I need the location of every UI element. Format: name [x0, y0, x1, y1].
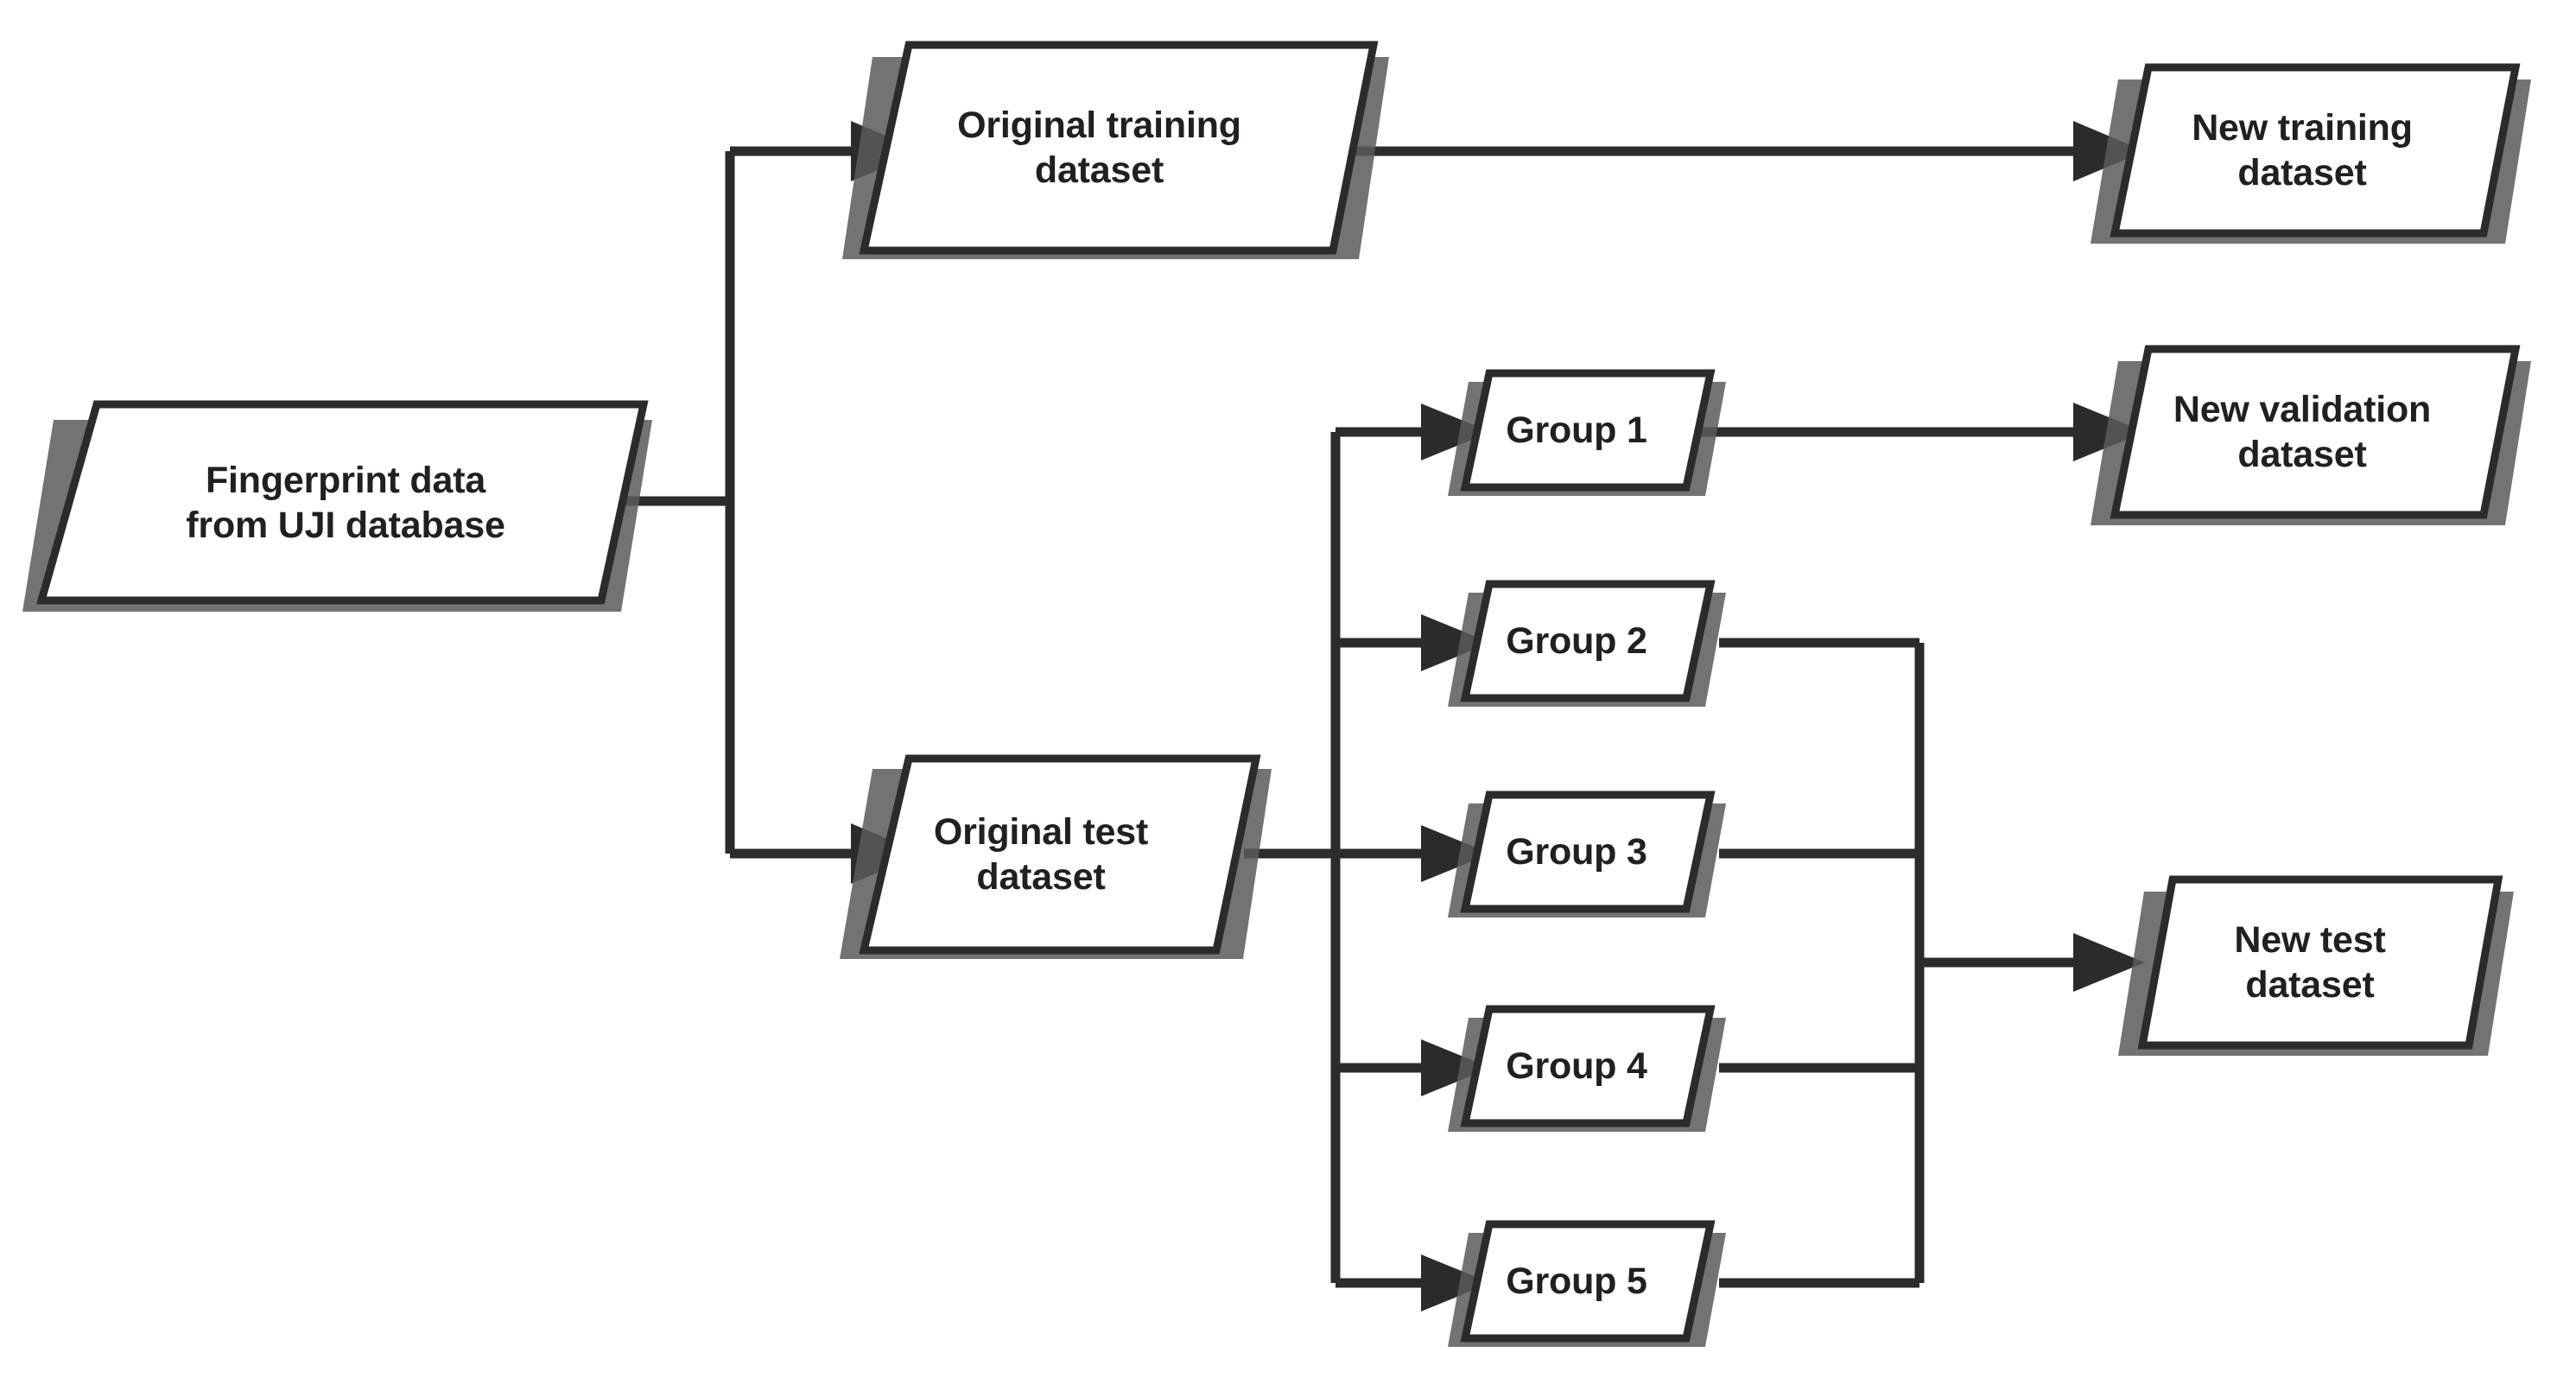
- arrowhead-icon: [1421, 1039, 1491, 1096]
- group-4-node[interactable]: [1448, 1005, 1726, 1132]
- new-training-dataset-node[interactable]: [2091, 63, 2531, 244]
- nodes-layer: [22, 41, 2531, 1347]
- edge-bus-to-group1: [1336, 403, 1491, 460]
- fingerprint-data-node[interactable]: [22, 400, 652, 612]
- new-validation-dataset-node[interactable]: [2091, 345, 2531, 525]
- edge-bus-to-group2: [1336, 614, 1491, 671]
- arrowhead-icon: [1421, 403, 1491, 460]
- original-test-dataset-node[interactable]: [840, 754, 1272, 959]
- group-5-node[interactable]: [1448, 1220, 1726, 1347]
- edge-bus-to-group5: [1336, 1254, 1491, 1311]
- edge-group1-to-new-validation: [1689, 403, 2145, 461]
- arrowhead-icon: [2073, 933, 2145, 992]
- original-training-dataset-node[interactable]: [842, 41, 1389, 259]
- edges-layer: [605, 121, 2145, 1311]
- new-test-dataset-node[interactable]: [2118, 875, 2514, 1056]
- edge-groups-merge-bus: [1719, 638, 1925, 1288]
- group-2-node[interactable]: [1448, 580, 1726, 707]
- group-1-node[interactable]: [1448, 369, 1726, 496]
- arrowhead-icon: [1421, 614, 1491, 671]
- group-3-node[interactable]: [1448, 791, 1726, 918]
- edge-bus-to-group4: [1336, 1039, 1491, 1096]
- edge-bus-to-group3: [1336, 825, 1491, 882]
- edge-original-training-to-new-training: [1330, 121, 2145, 181]
- arrowhead-icon: [1421, 1254, 1491, 1311]
- edge-merge-to-new-test: [1919, 933, 2145, 992]
- arrowhead-icon: [1421, 825, 1491, 882]
